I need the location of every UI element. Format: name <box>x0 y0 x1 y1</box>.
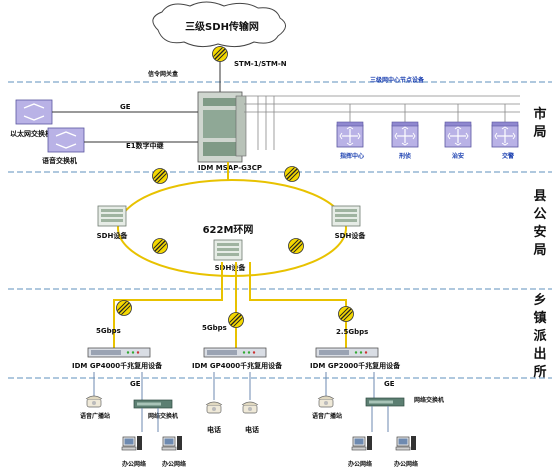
sdh-bottom-label: SDH设备 <box>215 263 247 272</box>
core-node-name: 刑侦 <box>399 152 411 160</box>
phone-label: 电话 <box>207 425 221 434</box>
side-label-city: 局 <box>533 125 546 140</box>
side-label-county: 公 <box>533 207 546 222</box>
sdh-right-label: SDH设备 <box>335 231 367 240</box>
mux-device-icon <box>315 347 379 358</box>
sdh-device-icon <box>213 239 243 261</box>
insulator-icon <box>287 237 305 255</box>
mux-left-label: IDM GP4000千兆复用设备 <box>72 361 163 370</box>
bandwidth-right: 2.5Gbps <box>336 328 368 336</box>
mux-right-label: IDM GP2000千兆复用设备 <box>310 361 401 370</box>
voice-switch-label: 语音交换机 <box>42 156 77 165</box>
pc-icon <box>161 435 183 451</box>
insulator-icon <box>283 165 301 183</box>
sdh-cloud: 三级SDH传输网 <box>152 1 286 48</box>
ge-label-left: GE <box>130 380 141 388</box>
sdh-device-icon <box>97 205 127 227</box>
side-label-county: 局 <box>533 243 546 258</box>
pc-icon <box>351 435 373 451</box>
side-label-county: 安 <box>533 224 546 240</box>
network-switch-icon <box>365 397 405 407</box>
insulator-icon <box>151 237 169 255</box>
side-label-city: 市 <box>533 106 546 122</box>
voice-switch-icon <box>47 127 85 153</box>
net-switch-right-label: 网络交换机 <box>414 396 444 404</box>
side-label-town: 派 <box>533 329 547 344</box>
fax-right-label: 语音广播站 <box>312 412 342 420</box>
core-nodes-label: 三级网中心节点设备 <box>370 76 425 84</box>
pc-label: 办公网络 <box>122 460 146 468</box>
phone-label: 电话 <box>245 425 259 434</box>
ring-label: 622M环网 <box>203 224 254 236</box>
pc-label: 办公网络 <box>394 460 418 468</box>
pc-icon <box>395 435 417 451</box>
ring-network <box>117 179 347 277</box>
router-icon <box>336 121 364 148</box>
mux-mid-label: IDM GP4000千兆复用设备 <box>192 361 283 370</box>
insulator-icon <box>211 45 229 63</box>
msap-label: IDM MSAP-G3CP <box>198 164 262 172</box>
ge-label-right: GE <box>384 380 395 388</box>
section-dividers <box>8 81 552 379</box>
pc-label: 办公网络 <box>162 460 186 468</box>
cloud-label: 三级SDH传输网 <box>185 20 259 33</box>
net-switch-left-label: 网络交换机 <box>148 412 178 420</box>
phone-icon <box>85 395 103 408</box>
mux-device-icon <box>203 347 267 358</box>
side-label-town: 乡 <box>533 292 546 308</box>
msap-rack <box>197 91 247 163</box>
core-node-name: 治安 <box>452 152 464 160</box>
router-icon <box>444 121 472 148</box>
core-node-name: 交警 <box>502 152 514 160</box>
ethernet-switch-label: 以太网交换机 <box>10 129 52 138</box>
core-node-name: 指挥中心 <box>340 152 364 160</box>
sdh-left-label: SDH设备 <box>97 231 129 240</box>
stm-label: STM-1/STM-N <box>234 60 287 68</box>
e1-label: E1数字中继 <box>126 141 164 150</box>
sdh-device-icon <box>331 205 361 227</box>
fax-left-label: 语音广播站 <box>80 412 110 420</box>
pc-label: 办公网络 <box>348 460 372 468</box>
insulator-icon <box>227 311 245 329</box>
insulator-icon <box>151 167 169 185</box>
insulator-icon <box>115 299 133 317</box>
pc-icon <box>121 435 143 451</box>
ethernet-switch-icon <box>15 99 53 125</box>
bandwidth-left: 5Gbps <box>96 327 121 335</box>
network-switch-icon <box>133 399 173 409</box>
ge-label-top: GE <box>120 103 131 111</box>
mux-device-icon <box>87 347 151 358</box>
side-label-town: 出 <box>533 346 546 362</box>
phone-icon <box>241 401 259 414</box>
router-icon <box>391 121 419 148</box>
phone-icon <box>205 401 223 414</box>
side-label-town: 镇 <box>533 310 546 326</box>
phone-icon <box>317 395 335 408</box>
side-label-town: 所 <box>533 364 546 380</box>
router-icon <box>491 121 519 148</box>
side-label-county: 县 <box>533 189 546 204</box>
signaling-gateway-label: 信令网关盒 <box>148 70 179 78</box>
insulator-icon <box>337 305 355 323</box>
bandwidth-mid: 5Gbps <box>202 324 227 332</box>
